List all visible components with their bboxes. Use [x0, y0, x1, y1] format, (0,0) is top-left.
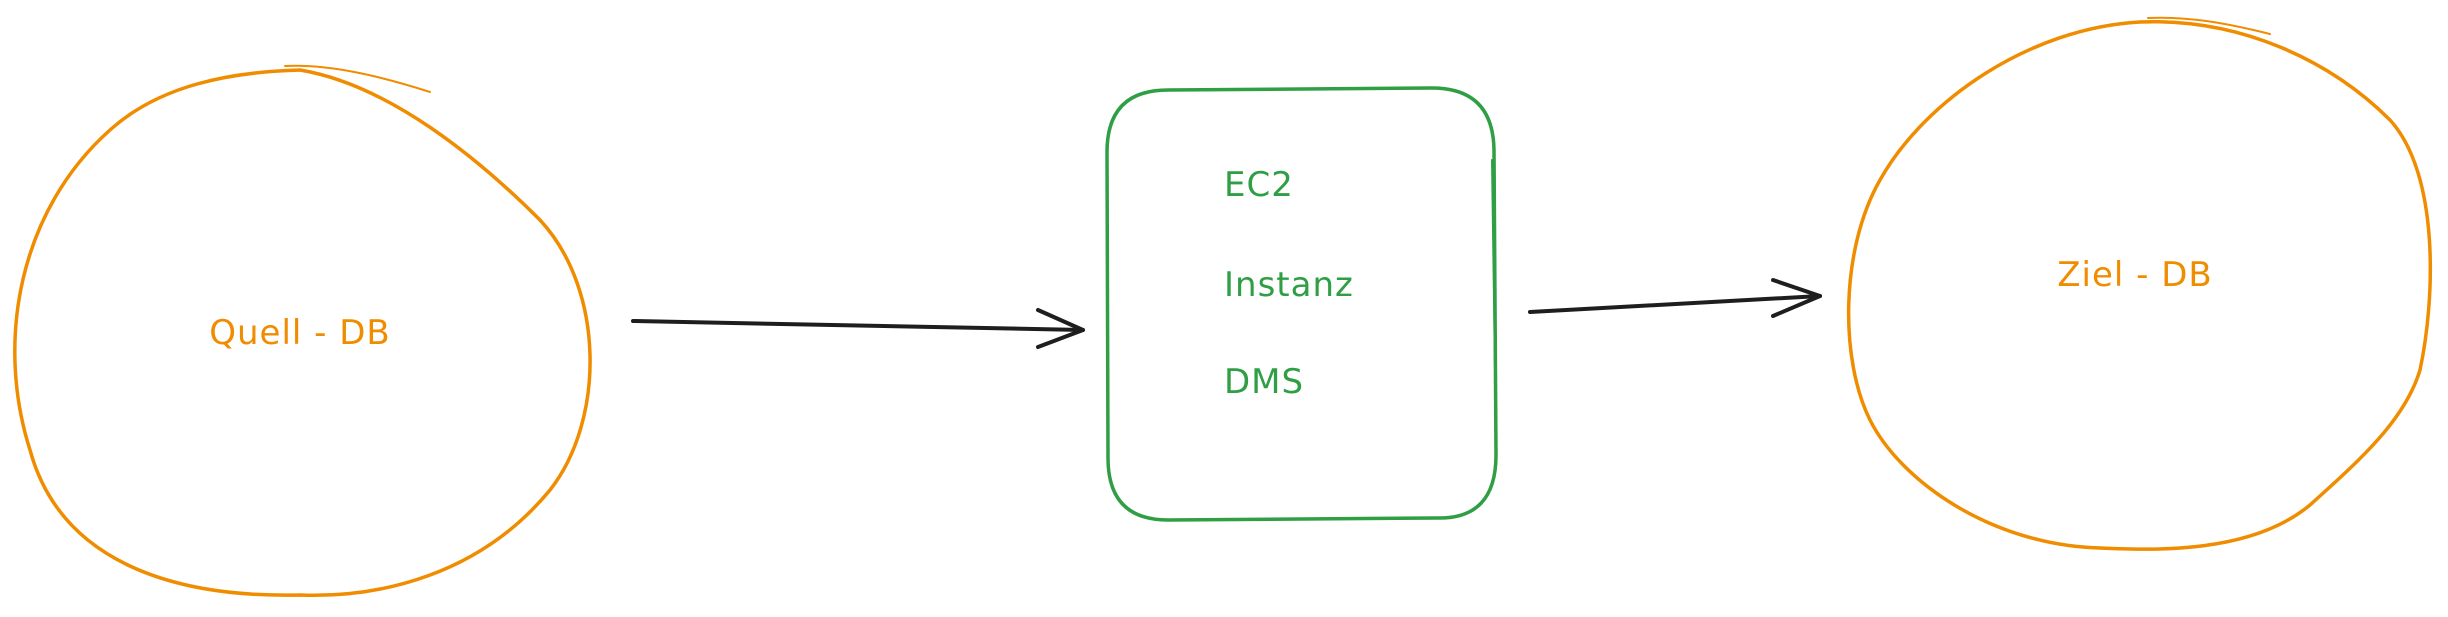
- source-db-label: Quell - DB: [209, 313, 391, 353]
- arrow-ec2-to-target[interactable]: [1528, 278, 1822, 318]
- ec2-instance-box: [1105, 86, 1498, 522]
- arrow-ec2-to-target-shaft: [1528, 294, 1822, 314]
- arrow-source-to-ec2[interactable]: [631, 308, 1085, 349]
- ec2-label-line-1: EC2: [1224, 165, 1294, 205]
- target-db-node[interactable]: Ziel - DB: [1846, 16, 2433, 551]
- target-db-label: Ziel - DB: [2057, 255, 2213, 295]
- arrow-source-to-ec2-shaft: [631, 319, 1085, 332]
- source-db-circle: [13, 68, 592, 598]
- ec2-label-line-3: DMS: [1224, 362, 1304, 402]
- source-db-circle-overstroke: [284, 64, 431, 93]
- arrow-source-to-ec2-head: [1036, 308, 1085, 349]
- target-db-circle-overstroke: [2147, 16, 2271, 35]
- ec2-label-line-2: Instanz: [1224, 265, 1354, 305]
- ec2-instance-node[interactable]: EC2 Instanz DMS: [1105, 86, 1498, 522]
- ec2-instance-box-overstroke: [1491, 159, 1497, 441]
- source-db-node[interactable]: Quell - DB: [13, 64, 592, 598]
- target-db-circle: [1846, 20, 2433, 551]
- arrow-ec2-to-target-head: [1771, 278, 1822, 318]
